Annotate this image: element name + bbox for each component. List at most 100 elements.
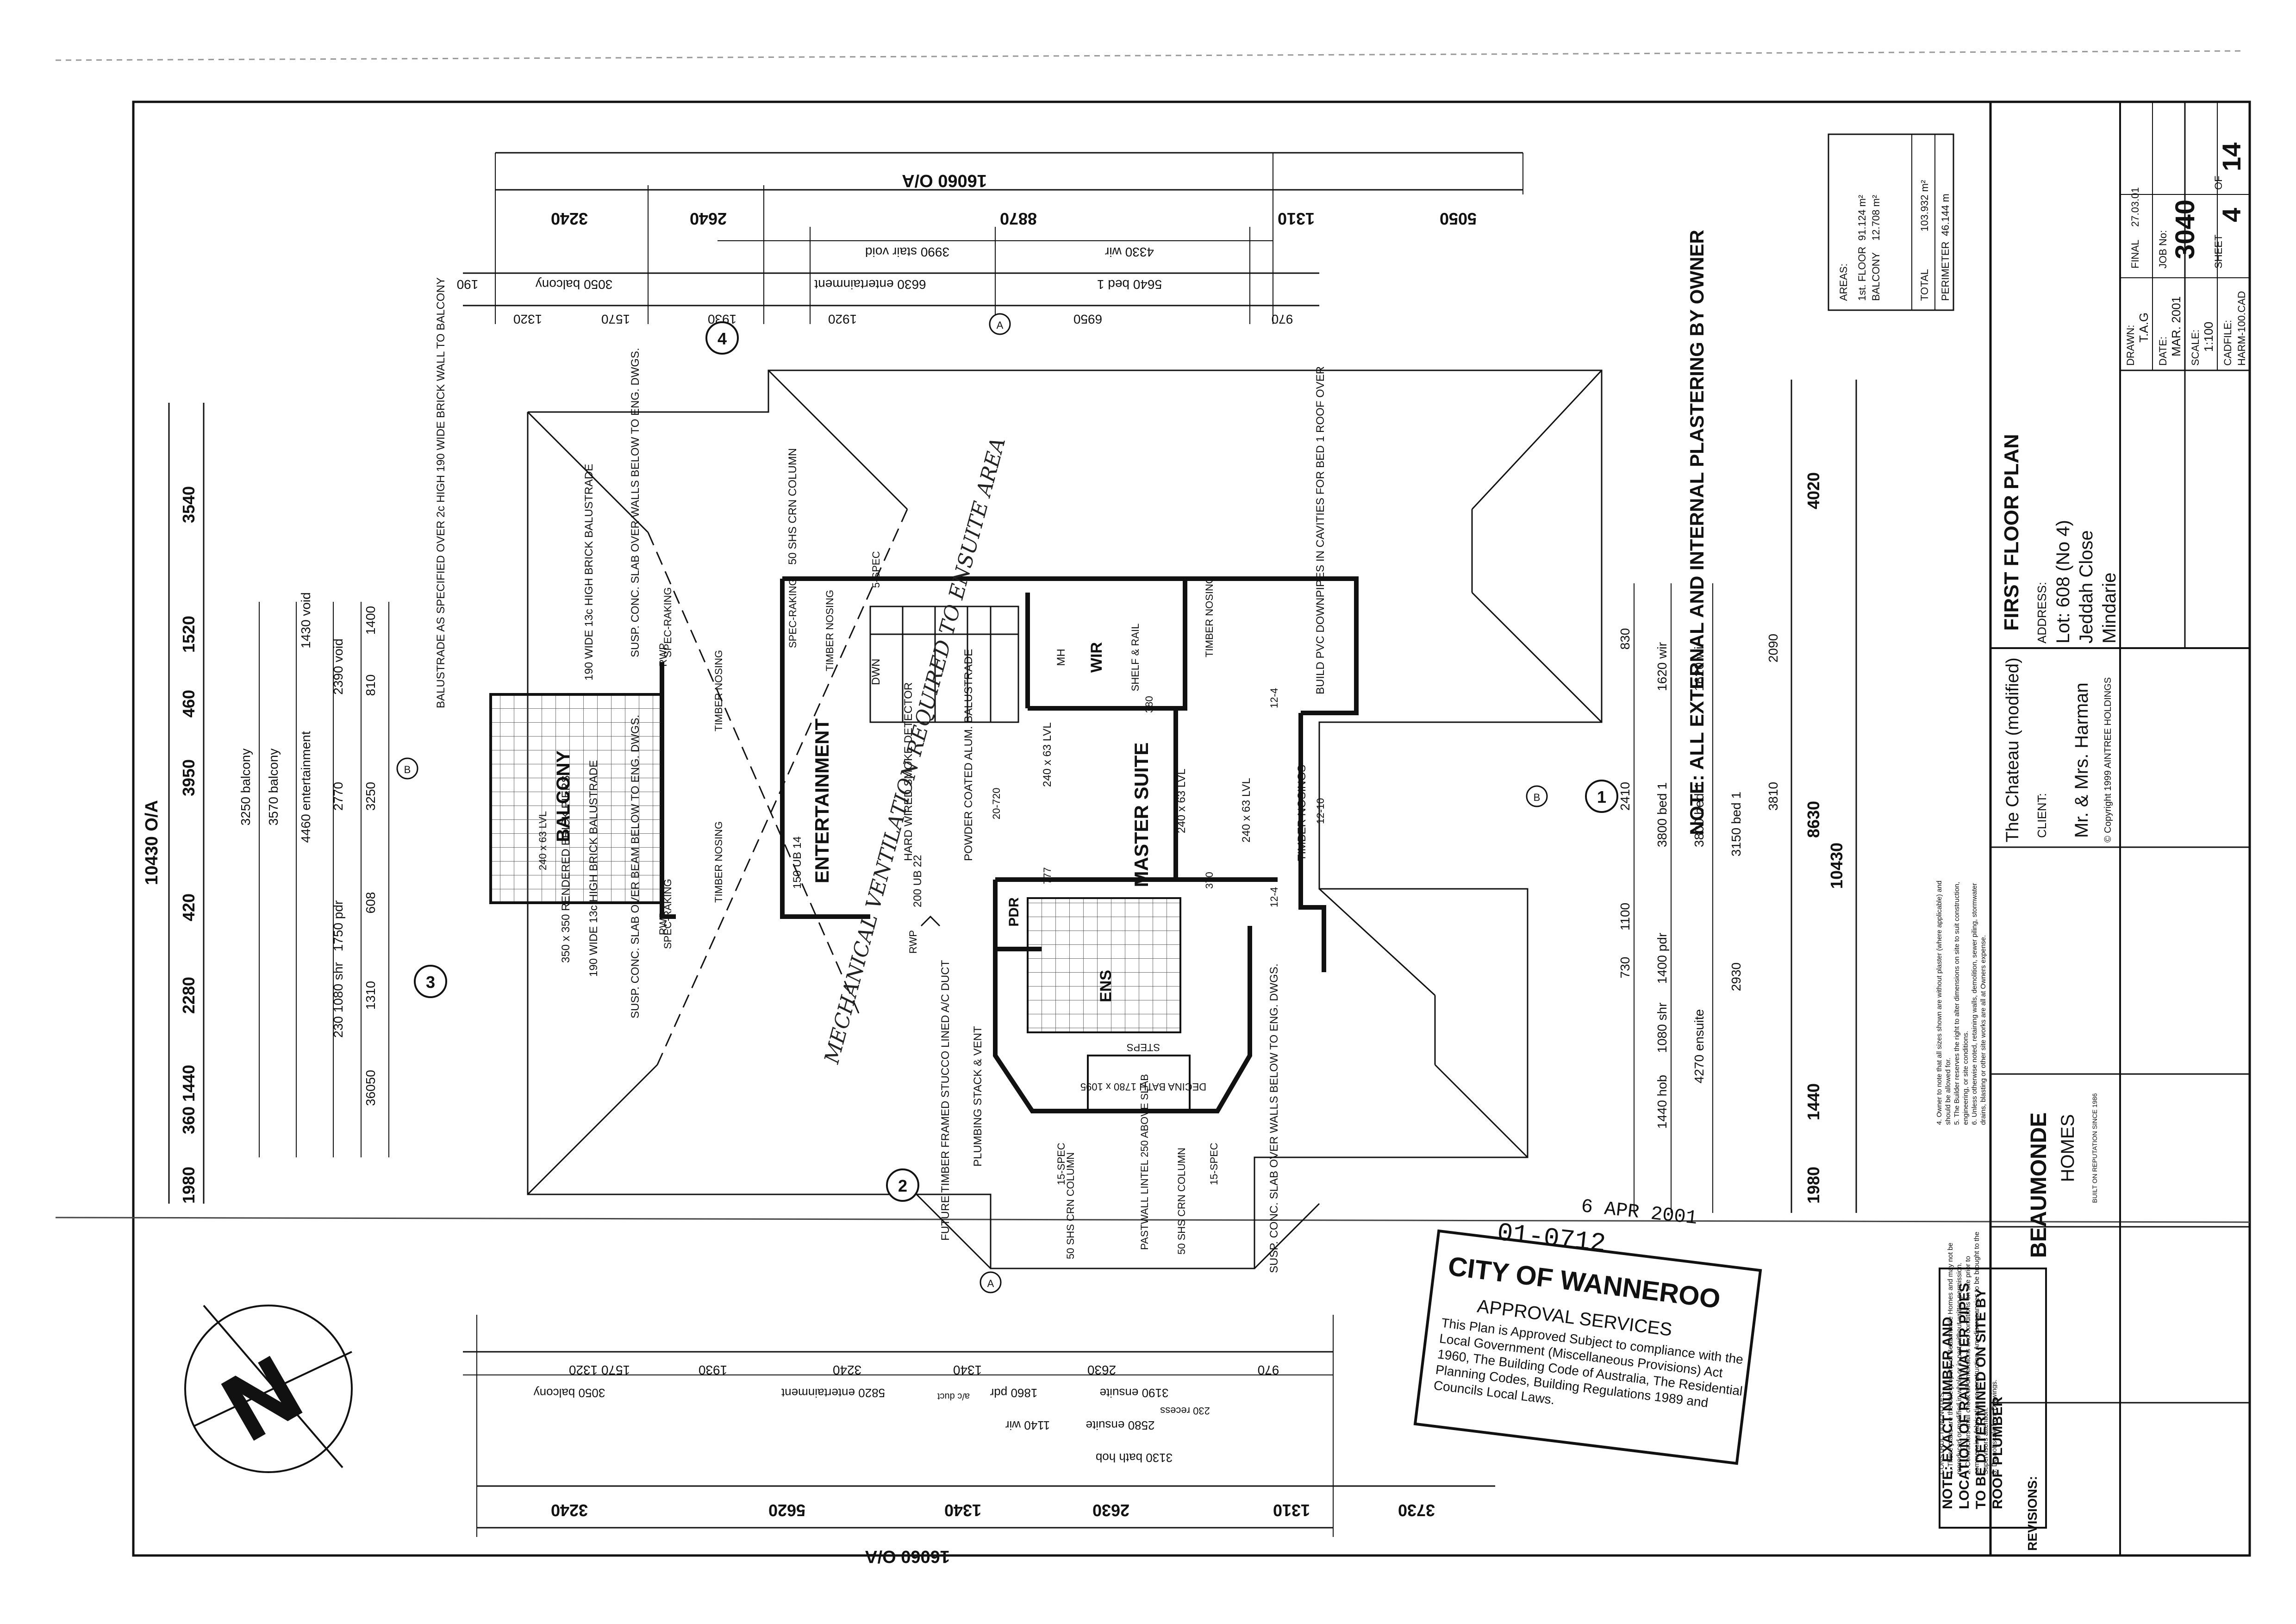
dim-bottom-ac-duct: a/c duct [937,1391,970,1401]
room-master-suite: MASTER SUITE [1130,743,1152,887]
dim-right-1440: 1440 [1804,1083,1823,1120]
dim-left-2770: 2770 [331,782,345,811]
builder-note-5: 5. The Builder reserves the right to alt… [1953,882,1970,1125]
dim-left-3250: 3250 [363,782,378,811]
dim-bed1-top: 5640 bed 1 [1097,277,1162,292]
note-balustrade: BALUSTRADE AS SPECIFIED OVER 2c HIGH 190… [435,277,447,708]
dim-left-entertainment: 4460 entertainment [299,731,313,843]
areas-total-value: 103.932 m² [1919,180,1930,231]
ensuite-tiles [1027,897,1181,1033]
dim-left-1400: 1400 [363,606,378,635]
drawing-frame [132,100,2251,1557]
note-smoke-detector: HARD WIRED SMOKE DETECTOR [902,682,915,861]
title-date: MAR. 2001 [2169,296,2183,356]
note-timber-nosing-top: TIMBER NOSING [713,650,724,731]
note-brick-balustrade-top: 190 WIDE 13c HIGH BRICK BALUSTRADE [583,464,595,681]
dim-bottom-balcony: 3050 balcony [534,1386,605,1400]
note-pastwall-lintel: PASTWALL LINTEL 250 ABOVE SLAB [1139,1074,1150,1250]
dim-left-balcony-2: 3570 balcony [266,749,281,826]
areas-first-floor-value: 91.124 m² [1856,195,1868,241]
dim-bottom-entertainment: 5820 entertainment [781,1386,885,1400]
dim-1570-top: 1570 [601,312,630,326]
stamp-number: 01-0712 [1496,1218,1607,1259]
title-sheet-label: SHEET [2213,235,2224,269]
note-plastering: NOTE: ALL EXTERNAL AND INTERNAL PLASTERI… [1686,230,1708,835]
walls [660,576,1359,1113]
dim-right-overall: 10430 [1827,843,1846,889]
brand-name: BEAUMONDE [2027,1112,2051,1258]
note-susp-slab-beam: SUSP. CONC. SLAB OVER BEAM BELOW TO ENG.… [629,715,642,1018]
staircase: DWN [869,606,1019,723]
brand-tagline: BUILT ON REPUTATION SINCE 1986 [2091,1093,2098,1203]
title-project: The Chateau (modified) [2003,657,2022,842]
areas-total-label: TOTAL [1919,269,1930,301]
section-marker-b-left: B [404,764,411,775]
note-rwp-2: RWP [657,912,669,935]
marker-3: 3 [426,973,435,992]
dim-bottom-970: 970 [1258,1363,1279,1377]
title-copyright: © Copyright 1999 AINTREE HOLDINGS [2103,677,2113,843]
dim-bottom-wir: 1140 wir [1005,1418,1050,1432]
dimensions-top: 16060 O/A 3240 2640 8870 1310 5050 3990 … [457,152,1523,326]
dim-bottom-bath-hob: 3130 bath hob [1096,1451,1173,1465]
dim-left-420: 420 [179,893,198,921]
dim-left-1980: 1980 [179,1167,198,1204]
note-dim-370: 370 [1204,872,1215,889]
dim-bottom-1340-b: 1340 [944,1501,981,1520]
dim-bottom-2630: 2630 [1087,1363,1116,1377]
dim-left-1310: 1310 [363,981,378,1010]
dim-bottom-1570: 1570 [601,1363,630,1377]
note-susp-slab-bottom: SUSP. CONC. SLAB OVER WALLS BELOW TO ENG… [1268,963,1280,1273]
dim-right-730: 730 [1618,957,1632,979]
note-future-timber: FUTURE TIMBER FRAMED STUCCO LINED A/C DU… [939,960,952,1241]
construction-note-1: 1. These plans are the sole property of … [1947,1243,1963,1474]
dim-bottom-recess: 230 recess [1160,1405,1210,1417]
dim-left-balcony-1: 3250 balcony [238,749,253,826]
dim-right-wir-a: 1620 wir [1655,642,1669,691]
areas-perimeter-value: 46.144 m [1940,194,1951,236]
title-cadfile-label: CADFILE: [2222,320,2234,366]
scan-edge-line [55,50,2246,61]
dim-left-608: 608 [363,892,378,914]
stamp-date: 6 APR 2001 [1580,1195,1698,1230]
dim-970-top: 970 [1272,312,1293,326]
title-job-label: JOB No: [2157,230,2169,269]
room-mh: MH [1055,649,1067,666]
dim-right-hob: 1440 hob [1655,1075,1669,1129]
room-shelf-rail: SHELF & RAIL [1129,624,1141,692]
rainwater-note: NOTE: EXACT NUMBER AND LOCATION OF RAINW… [1939,1268,2047,1529]
dim-bottom-ensuite-b: 2580 ensuite [1086,1418,1155,1432]
note-timber-nosings: TIMBER NOSINGS [1296,765,1308,861]
title-address-2: Jeddah Close [2076,530,2096,643]
note-lvl-1: 240 x 63 LVL [1041,722,1054,787]
dim-bottom-5620: 5620 [768,1501,805,1520]
builder-note-6: 6. Unless otherwise noted, retaining wal… [1971,883,1987,1125]
balcony: BALCONY 240 x 63 LVL [489,693,663,904]
note-dim-12-10: 12-10 [1315,798,1326,824]
title-final-label: FINAL [2129,240,2141,269]
note-timber-nosing-stair: TIMBER NOSING [824,590,836,671]
dim-left-2280: 2280 [179,977,198,1014]
areas-perimeter-label: PERIMETER [1940,242,1951,301]
title-address-1: Lot: 608 (No 4) [2053,520,2073,643]
dim-left-3950: 3950 [179,759,198,796]
dim-left-3540: 3540 [179,486,198,523]
note-dim-12-4-b: 12-4 [1268,887,1280,907]
dim-right-shr: 1080 shr [1655,1003,1669,1053]
marker-2: 2 [898,1176,907,1195]
note-spec-15-b: 15-SPEC [1208,1143,1220,1185]
stair-label-dwn: DWN [870,659,882,685]
dim-right-bed1-b: 3800 bed 1 [1692,782,1706,847]
title-drawn: T.A.G [2137,312,2151,343]
dim-right-830: 830 [1618,628,1632,650]
title-address-label: ADDRESS: [2035,582,2049,643]
dim-top-3: 8870 [1000,209,1037,228]
dim-top-1: 3240 [551,209,588,228]
dim-left-shr: 230 1080 shr [331,962,345,1037]
note-rwp-1: RWP [657,643,669,667]
note-rendered-piers: 350 x 350 RENDERED BRICK PIERS [560,775,572,963]
dim-bottom-1320: 1320 [569,1363,598,1377]
room-steps: STEPS [1127,1042,1160,1053]
dim-bottom-3730: 3730 [1398,1501,1435,1520]
construction-note-2: 2. Contractors shall check all dimension… [1964,1231,1990,1474]
